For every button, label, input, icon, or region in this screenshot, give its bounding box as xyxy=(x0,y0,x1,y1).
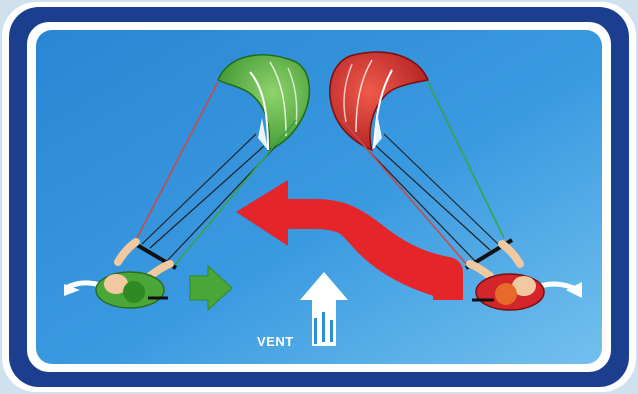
wind-label: VENT xyxy=(257,334,294,349)
